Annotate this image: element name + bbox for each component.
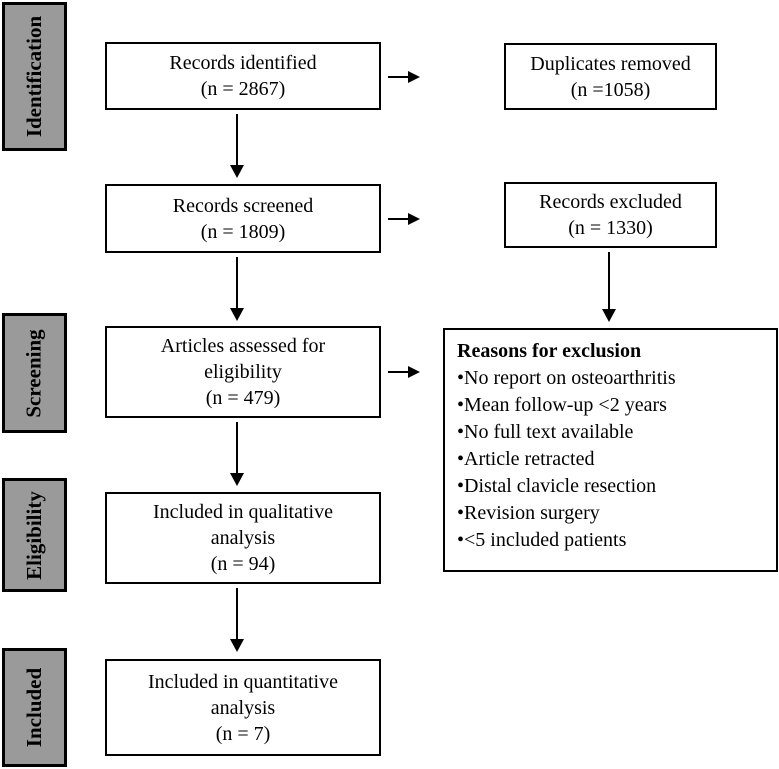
arrow-shaft <box>388 218 408 220</box>
reason-item: •Article retracted <box>457 448 595 470</box>
reasons-title: Reasons for exclusion <box>457 340 642 362</box>
arrow-head <box>408 71 420 83</box>
arrow-shaft <box>236 588 238 639</box>
box-records-screened: Records screened (n = 1809) <box>105 184 381 253</box>
reason-item: •No report on osteoarthritis <box>457 367 676 389</box>
reason-item: •<5 included patients <box>457 529 627 551</box>
stage-label-included: Included <box>2 648 67 767</box>
box-duplicates-removed: Duplicates removed (n =1058) <box>504 43 717 110</box>
arrow-down-identified-to-screened-icon <box>230 114 244 178</box>
arrow-head <box>408 213 420 225</box>
arrow-shaft <box>236 257 238 308</box>
arrow-head <box>408 366 420 378</box>
stage-label-eligibility-text: Eligibility <box>22 490 46 580</box>
reason-item: •Mean follow-up <2 years <box>457 394 667 416</box>
arrow-right-screened-to-excluded-icon <box>388 213 420 225</box>
arrow-head <box>230 639 244 652</box>
box-articles-assessed: Articles assessed for eligibility (n = 4… <box>105 326 381 418</box>
arrow-down-screened-to-assessed-icon <box>230 257 244 321</box>
arrow-shaft <box>236 114 238 165</box>
arrow-shaft <box>608 252 610 309</box>
stage-label-identification: Identification <box>2 2 67 151</box>
arrow-down-qualitative-to-quantitative-icon <box>230 588 244 652</box>
box-qualitative-analysis: Included in qualitative analysis (n = 94… <box>105 492 381 584</box>
arrow-shaft <box>388 371 408 373</box>
reason-item: •Distal clavicle resection <box>457 475 657 497</box>
stage-label-included-text: Included <box>22 667 46 748</box>
arrow-head <box>230 165 244 178</box>
box-records-identified: Records identified (n = 2867) <box>105 42 381 110</box>
box-quantitative-analysis: Included in quantitative analysis (n = 7… <box>105 659 381 756</box>
arrow-head <box>602 309 616 322</box>
arrow-head <box>230 473 244 486</box>
stage-label-eligibility: Eligibility <box>2 478 67 592</box>
arrow-head <box>230 308 244 321</box>
reason-item: •No full text available <box>457 421 634 443</box>
arrow-right-assessed-to-reasons-icon <box>388 366 420 378</box>
stage-label-identification-text: Identification <box>22 15 46 138</box>
box-records-excluded: Records excluded (n = 1330) <box>504 182 717 248</box>
arrow-shaft <box>388 76 408 78</box>
arrow-down-assessed-to-qualitative-icon <box>230 422 244 486</box>
box-reasons-for-exclusion: Reasons for exclusion •No report on oste… <box>443 328 778 572</box>
arrow-right-identified-to-duplicates-icon <box>388 71 420 83</box>
stage-label-screening: Screening <box>2 313 67 433</box>
stage-label-screening-text: Screening <box>22 328 46 418</box>
arrow-down-excluded-to-reasons-icon <box>602 252 616 322</box>
arrow-shaft <box>236 422 238 473</box>
reason-item: •Revision surgery <box>457 502 600 524</box>
